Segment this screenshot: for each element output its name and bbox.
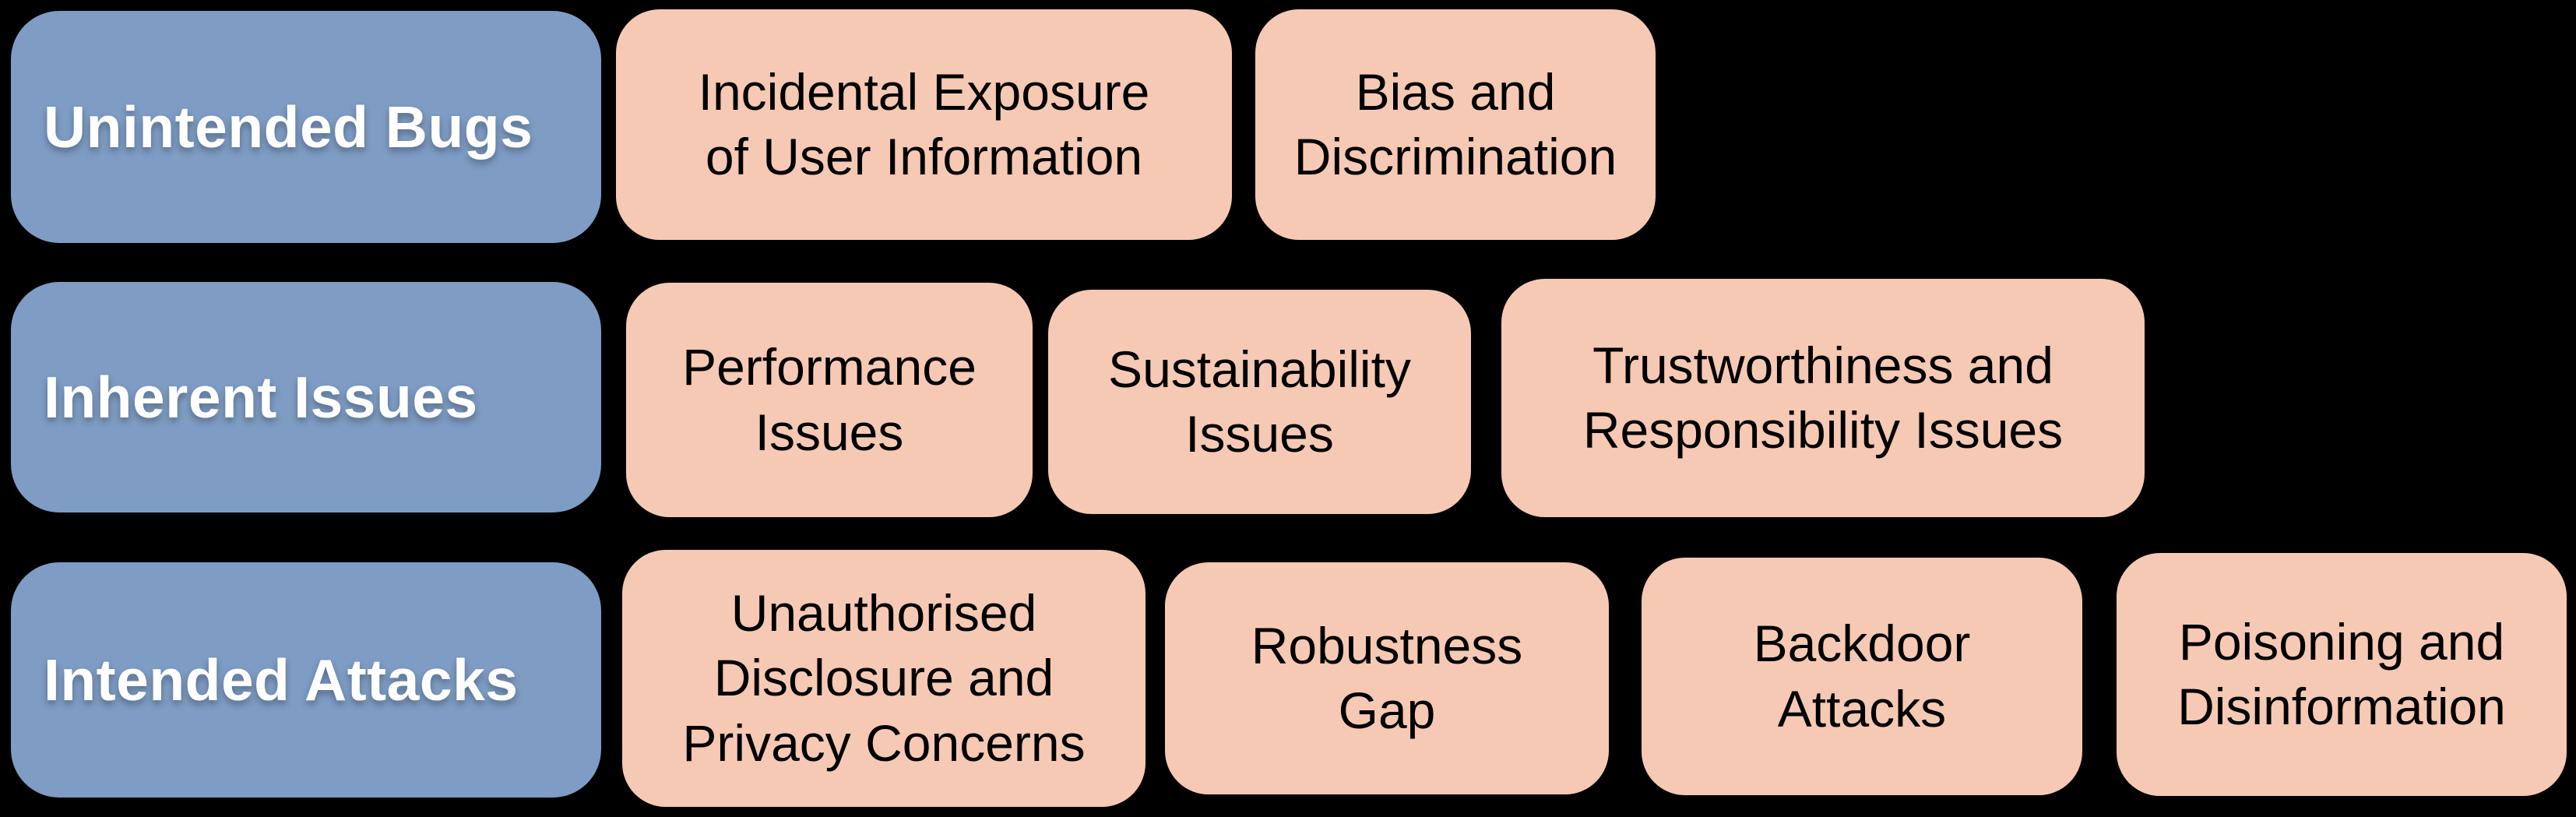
item-label-robustness-gap: Robustness Gap <box>1251 616 1523 739</box>
category-box-intended-attacks: Intended Attacks <box>11 562 601 798</box>
item-label-trustworthiness-responsibility: Trustworthiness and Responsibility Issue… <box>1582 336 2064 459</box>
item-box-bias-discrimination: Bias and Discrimination <box>1251 5 1660 245</box>
item-box-poisoning-disinformation: Poisoning and Disinformation <box>2112 548 2571 801</box>
item-label-bias-discrimination: Bias and Discrimination <box>1293 62 1617 185</box>
item-label-poisoning-disinformation: Poisoning and Disinformation <box>2177 612 2506 735</box>
item-box-sustainability-issues: Sustainability Issues <box>1043 285 1476 519</box>
item-box-performance-issues: Performance Issues <box>621 278 1037 522</box>
item-box-incidental-exposure: Incidental Exposure of User Information <box>611 5 1237 245</box>
category-label-unintended-bugs: Unintended Bugs <box>44 93 533 160</box>
item-label-backdoor-attacks: Backdoor Attacks <box>1753 615 1971 738</box>
item-box-backdoor-attacks: Backdoor Attacks <box>1637 553 2087 800</box>
item-box-trustworthiness-responsibility: Trustworthiness and Responsibility Issue… <box>1497 274 2149 522</box>
category-label-intended-attacks: Intended Attacks <box>44 646 519 713</box>
item-box-unauthorised-disclosure: Unauthorised Disclosure and Privacy Conc… <box>618 545 1150 812</box>
item-label-sustainability-issues: Sustainability Issues <box>1108 340 1411 463</box>
item-label-incidental-exposure: Incidental Exposure of User Information <box>698 62 1150 185</box>
item-box-robustness-gap: Robustness Gap <box>1160 558 1614 799</box>
category-box-inherent-issues: Inherent Issues <box>11 282 601 512</box>
category-box-unintended-bugs: Unintended Bugs <box>11 11 601 243</box>
category-label-inherent-issues: Inherent Issues <box>44 364 478 430</box>
item-label-performance-issues: Performance Issues <box>682 338 977 461</box>
item-label-unauthorised-disclosure: Unauthorised Disclosure and Privacy Conc… <box>682 584 1086 772</box>
